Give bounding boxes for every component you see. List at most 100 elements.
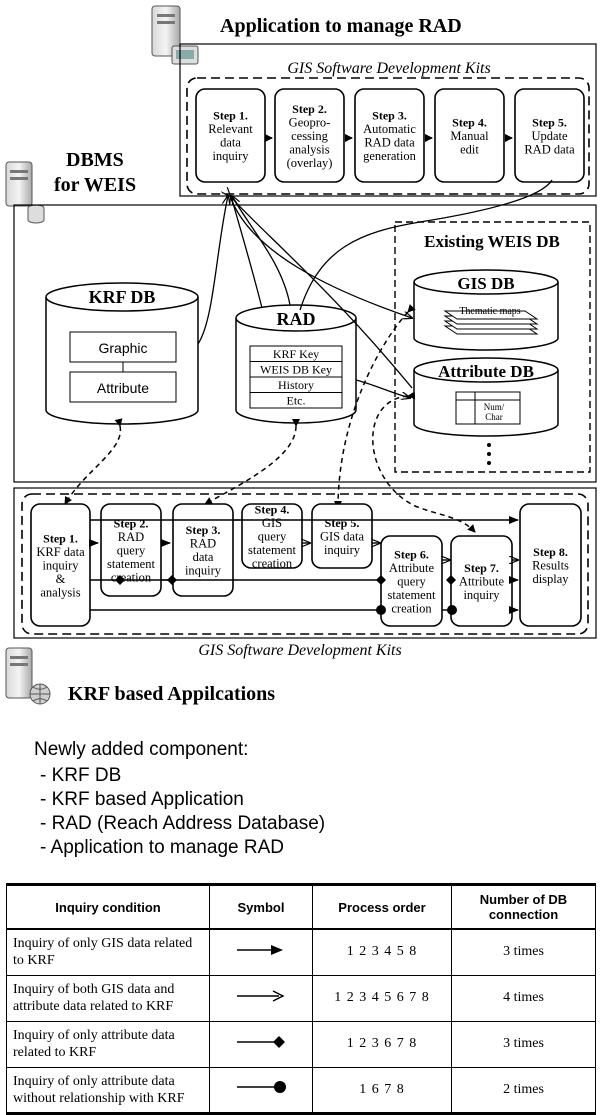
- system-diagram: Application to manage RAD GIS Software D…: [5, 5, 597, 705]
- symbol-cell: [209, 1020, 313, 1068]
- header-db-connection: Number of DB connection: [451, 883, 596, 930]
- attribute-db-cylinder: Attribute DB Num/ Char: [413, 357, 559, 437]
- step-text: Attribute: [459, 574, 505, 588]
- legend-item: - KRF DB: [40, 765, 122, 786]
- server-icon-dbms: [5, 161, 45, 224]
- step-text: RAD: [118, 530, 144, 544]
- step-box: [30, 503, 91, 627]
- step-text: cessing: [291, 129, 329, 143]
- step-text: GIS data: [320, 529, 365, 543]
- step-text: inquiry: [463, 588, 500, 602]
- step-text: statement: [248, 543, 296, 557]
- step-text: Relevant: [208, 122, 253, 136]
- existing-weis-title: Existing WEIS DB: [424, 232, 560, 251]
- table-row: Inquiry of only attribute data related t…: [6, 1020, 596, 1068]
- condition-cell: Inquiry of only GIS data related to KRF: [6, 928, 210, 976]
- new-components-legend: Newly added component: - KRF DB - KRF ba…: [34, 738, 434, 860]
- step-text: RAD: [190, 537, 216, 551]
- gis-db-cylinder: GIS DB Thematic maps: [413, 269, 559, 351]
- step-text: Geopro-: [289, 115, 331, 129]
- diamond-symbol-icon: [237, 1035, 285, 1048]
- krf-attribute-label: Attribute: [97, 380, 149, 396]
- attribute-db-title: Attribute DB: [438, 362, 534, 381]
- step-number: Step 1.: [213, 109, 248, 123]
- dbms-title-line1: DBMS: [66, 149, 124, 171]
- bottom-app-frame: [13, 487, 597, 639]
- symbol-cell: [209, 1066, 313, 1115]
- step-text: statement: [107, 557, 155, 571]
- header-inquiry-condition: Inquiry condition: [6, 883, 210, 930]
- step-number: Step 5.: [325, 516, 360, 530]
- step-box: [354, 88, 425, 183]
- step-text: KRF data: [36, 545, 85, 559]
- table-row: Inquiry of both GIS data and attribute d…: [6, 974, 596, 1022]
- table-row: Inquiry of only attribute data without r…: [6, 1066, 596, 1115]
- inquiry-condition-table: Inquiry condition Symbol Process order N…: [6, 883, 596, 1115]
- krf-graphic-box: [69, 331, 177, 363]
- filled-arrow-symbol-icon: [237, 944, 283, 955]
- step-text: statement: [388, 588, 436, 602]
- server-icon-bottom: [5, 647, 51, 705]
- rad-row-label: WEIS DB Key: [260, 363, 332, 377]
- step-box: [100, 503, 162, 597]
- count-cell: 4 times: [451, 974, 596, 1022]
- condition-cell: Inquiry of only attribute data related t…: [6, 1020, 210, 1068]
- dashed-links: [64, 304, 476, 533]
- step-text: analysis: [289, 142, 329, 156]
- legend-title: Newly added component:: [34, 739, 249, 760]
- header-symbol: Symbol: [209, 883, 313, 930]
- open-arrow-symbol-icon: [237, 989, 285, 1002]
- thematic-maps-label: Thematic maps: [459, 306, 520, 317]
- step-text: creation: [391, 601, 432, 615]
- rad-title: RAD: [277, 309, 316, 329]
- table-header-row: Inquiry condition Symbol Process order N…: [6, 883, 596, 930]
- rad-row-label: History: [278, 378, 314, 392]
- step-text: &: [56, 572, 66, 586]
- order-cell: 1 2 3 4 5 8: [312, 928, 452, 976]
- step-box: [434, 88, 505, 183]
- rad-row-label: Etc.: [287, 394, 306, 408]
- step-text: creation: [111, 570, 152, 584]
- order-cell: 1 2 3 4 5 6 7 8: [312, 974, 452, 1022]
- count-cell: 3 times: [451, 1020, 596, 1068]
- step-text: inquiry: [185, 564, 222, 578]
- bottom-sdk-label: GIS Software Development Kits: [198, 642, 401, 659]
- order-cell: 1 2 3 6 7 8: [312, 1020, 452, 1068]
- top-app-frame: [179, 43, 597, 197]
- thematic-maps-icon: [443, 310, 539, 335]
- step-text: data: [220, 136, 241, 150]
- gis-db-title: GIS DB: [457, 274, 514, 293]
- step-text: creation: [252, 556, 293, 570]
- server-icon-top: [151, 5, 199, 65]
- step-number: Step 3.: [186, 523, 221, 537]
- more-dbs-ellipsis: [487, 443, 491, 465]
- step-number: Step 5.: [532, 115, 567, 129]
- step-number: Step 7.: [464, 561, 499, 575]
- order-cell: 1 6 7 8: [312, 1066, 452, 1115]
- krf-db-cylinder: KRF DB Graphic Attribute: [45, 282, 199, 425]
- step-text: Attribute: [389, 561, 435, 575]
- step-box: [519, 503, 582, 627]
- step-text: inquiry: [212, 149, 249, 163]
- symbol-cell: [209, 974, 313, 1022]
- step-text: data: [193, 550, 214, 564]
- step-text: query: [117, 543, 146, 557]
- step-text: RAD data: [364, 136, 415, 150]
- legend-item: - KRF based Application: [40, 789, 244, 810]
- step-text: Update: [531, 129, 568, 143]
- condition-cell: Inquiry of both GIS data and attribute d…: [6, 974, 210, 1022]
